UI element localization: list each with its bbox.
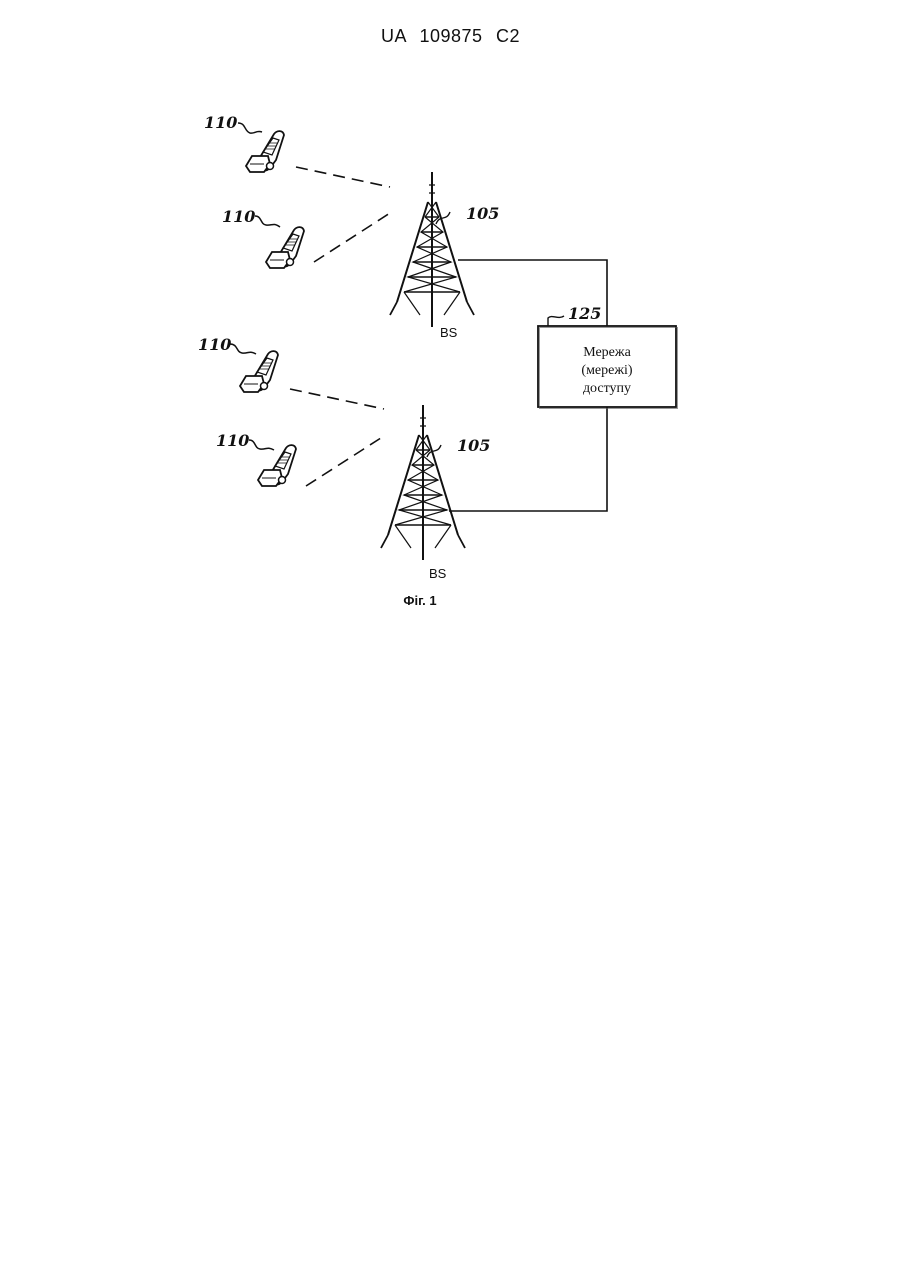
mobile-ref-label: 110 — [216, 431, 249, 450]
mobile-device-icon — [246, 131, 284, 172]
mobile-device-icon — [266, 227, 304, 268]
wireless-link — [296, 167, 390, 187]
wireless-links — [290, 167, 390, 486]
wireless-link — [290, 389, 384, 409]
leader-line — [249, 440, 274, 450]
network-ref-label: 125 — [568, 304, 601, 323]
leader-line — [548, 316, 564, 326]
access-network-box: Мережа (мережі) доступу — [538, 326, 678, 409]
base-station-tower-icon — [381, 405, 465, 560]
leader-line — [255, 216, 280, 227]
leader-line — [238, 123, 262, 133]
base-station-label: BS — [440, 325, 458, 340]
base-station-tower-icon — [390, 172, 474, 327]
figure-caption: Фіг. 1 — [403, 593, 436, 608]
mobile-ref-label: 110 — [204, 113, 237, 132]
mobile-device-icon — [258, 445, 296, 486]
wireless-link — [314, 213, 390, 262]
network-box-line-2: (мережі) — [581, 363, 633, 378]
tower-ref-label: 105 — [466, 204, 499, 223]
wired-link — [449, 407, 607, 511]
network-box-line-1: Мережа — [583, 345, 631, 360]
leader-line — [230, 344, 256, 354]
base-station-label: BS — [429, 566, 447, 581]
wireless-link — [306, 436, 384, 486]
mobile-ref-label: 110 — [198, 335, 231, 354]
network-box-line-3: доступу — [583, 381, 631, 396]
mobile-device-icon — [240, 351, 278, 392]
mobile-ref-label: 110 — [222, 207, 255, 226]
tower-ref-label: 105 — [457, 436, 490, 455]
